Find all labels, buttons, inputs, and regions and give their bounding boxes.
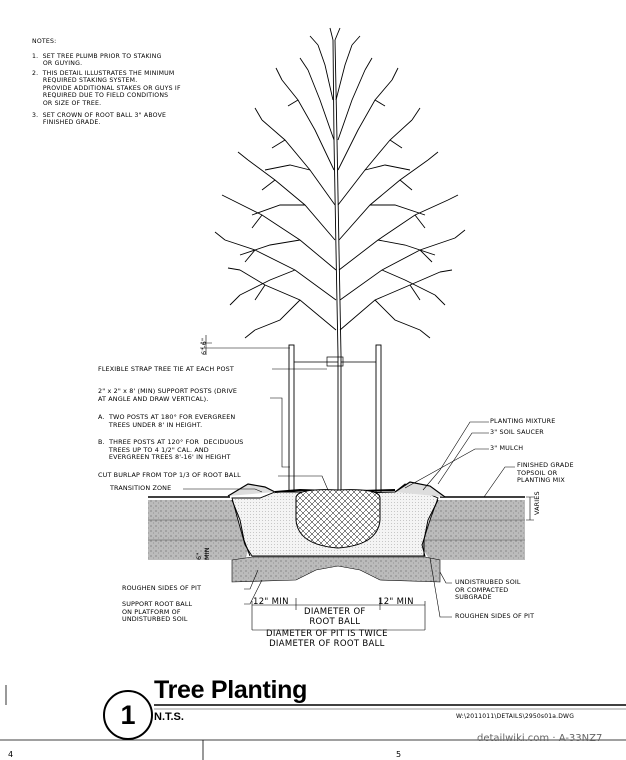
label-strap: FLEXIBLE STRAP TREE TIE AT EACH POST bbox=[98, 365, 234, 373]
dim-pit: DIAMETER OF PIT IS TWICE DIAMETER OF ROO… bbox=[266, 629, 388, 649]
notes-heading: NOTES: bbox=[32, 38, 57, 45]
page-number-right: 5 bbox=[396, 750, 402, 759]
label-burlap: CUT BURLAP FROM TOP 1/3 OF ROOT BALL bbox=[98, 471, 241, 479]
label-support-ball: SUPPORT ROOT BALL ON PLATFORM OF UNDISTU… bbox=[122, 600, 193, 624]
ground-section bbox=[148, 481, 525, 583]
detail-scale: N.T.S. bbox=[154, 711, 184, 723]
page-number-left: 4 bbox=[8, 750, 14, 759]
label-roughen-right: ROUGHEN SIDES OF PIT bbox=[455, 612, 535, 620]
detail-number: 1 bbox=[103, 690, 153, 740]
file-path: W:\2011011\DETAILS\2950s01a.DWG bbox=[456, 713, 575, 720]
label-transition: TRANSITION ZONE bbox=[110, 484, 172, 492]
dim-root-ball: DIAMETER OF ROOT BALL bbox=[304, 607, 366, 627]
leader-lines bbox=[183, 335, 534, 631]
label-planting-mix: PLANTING MIXTURE bbox=[490, 417, 556, 425]
dim-12-left: 12" MIN bbox=[253, 597, 289, 607]
label-finished-grade: FINISHED GRADE TOPSOIL OR PLANTING MIX bbox=[517, 461, 574, 485]
label-posts-b: B. THREE POSTS AT 120° FOR DECIDUOUS TRE… bbox=[98, 438, 244, 462]
watermark: detailwiki.com · A-33NZ7 bbox=[477, 733, 603, 744]
detail-title: Tree Planting bbox=[154, 676, 308, 704]
note-3: 3. SET CROWN OF ROOT BALL 3" ABOVE FINIS… bbox=[32, 112, 167, 127]
label-roughen-left: ROUGHEN SIDES OF PIT bbox=[122, 584, 202, 592]
label-posts-a: A. TWO POSTS AT 180° FOR EVERGREEN TREES… bbox=[98, 413, 236, 429]
label-dim-min: 6" MIN bbox=[195, 547, 211, 560]
label-undisturbed: UNDISTRUBED SOIL OR COMPACTED SUBGRADE bbox=[455, 578, 521, 602]
tree-canopy bbox=[214, 27, 466, 492]
label-posts: 2" x 2" x 8' (MIN) SUPPORT POSTS (DRIVE … bbox=[98, 387, 238, 403]
label-saucer: 3" SOIL SAUCER bbox=[490, 428, 544, 436]
note-1: 1. SET TREE PLUMB PRIOR TO STAKING OR GU… bbox=[32, 53, 162, 68]
dim-12-right: 12" MIN bbox=[378, 597, 414, 607]
label-varies: VARIES bbox=[533, 491, 541, 515]
label-dim-top: 6"-6" bbox=[200, 337, 208, 355]
note-2: 2. THIS DETAIL ILLUSTRATES THE MINIMUM R… bbox=[32, 70, 181, 107]
label-mulch: 3" MULCH bbox=[490, 444, 524, 452]
